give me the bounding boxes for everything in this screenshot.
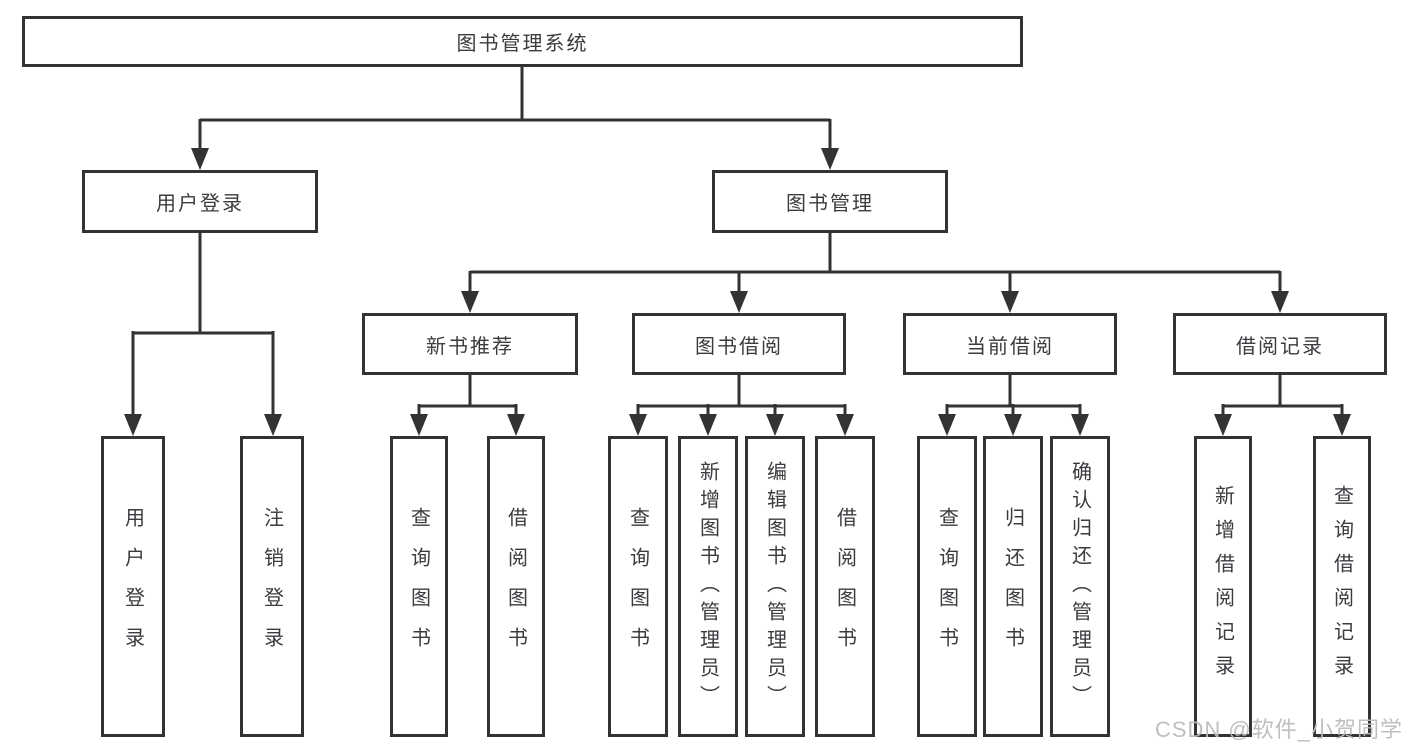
node-label: 用户登录: [156, 193, 244, 215]
node-label: 当前借阅: [966, 335, 1054, 358]
node-label: 查询图书: [935, 506, 958, 667]
node-root: 图书管理系统: [22, 16, 1023, 67]
leaf-query-books-recommend: 查询图书: [390, 436, 448, 737]
node-book-management: 图书管理: [712, 170, 948, 233]
node-label: 确认归还（管理员）: [1068, 460, 1091, 713]
node-label: 查询借阅记录: [1330, 484, 1353, 689]
node-borrow-records: 借阅记录: [1173, 313, 1387, 375]
leaf-query-books-borrow: 查询图书: [608, 436, 668, 737]
node-book-borrow: 图书借阅: [632, 313, 846, 375]
leaf-query-borrow-record: 查询借阅记录: [1313, 436, 1371, 737]
leaf-return-books: 归还图书: [983, 436, 1043, 737]
node-label: 借阅记录: [1236, 335, 1324, 358]
node-user-login: 用户登录: [82, 170, 318, 233]
leaf-confirm-return-admin: 确认归还（管理员）: [1050, 436, 1110, 737]
node-label: 查询图书: [626, 506, 649, 667]
node-label: 图书管理系统: [456, 33, 589, 55]
node-label: 注销登录: [260, 506, 283, 667]
node-label: 用户登录: [121, 506, 144, 667]
node-new-book-recommend: 新书推荐: [362, 313, 578, 375]
node-label: 新增借阅记录: [1211, 484, 1234, 689]
leaf-logout-login: 注销登录: [240, 436, 304, 737]
leaf-query-books-current: 查询图书: [917, 436, 977, 737]
node-label: 归还图书: [1001, 506, 1024, 667]
node-label: 借阅图书: [504, 506, 527, 667]
node-label: 图书借阅: [695, 335, 783, 358]
node-label: 查询图书: [407, 506, 430, 667]
leaf-borrow-books: 借阅图书: [815, 436, 875, 737]
node-label: 编辑图书（管理员）: [763, 460, 786, 713]
leaf-borrow-books-recommend: 借阅图书: [487, 436, 545, 737]
node-label: 借阅图书: [833, 506, 856, 667]
node-label: 图书管理: [786, 193, 874, 215]
leaf-add-books-admin: 新增图书（管理员）: [678, 436, 738, 737]
node-label: 新增图书（管理员）: [696, 460, 719, 713]
leaf-user-login: 用户登录: [101, 436, 165, 737]
node-current-borrow: 当前借阅: [903, 313, 1117, 375]
leaf-edit-books-admin: 编辑图书（管理员）: [745, 436, 805, 737]
node-label: 新书推荐: [426, 335, 514, 358]
leaf-add-borrow-record: 新增借阅记录: [1194, 436, 1252, 737]
csdn-watermark: CSDN @软件_小贺同学: [1154, 717, 1403, 742]
